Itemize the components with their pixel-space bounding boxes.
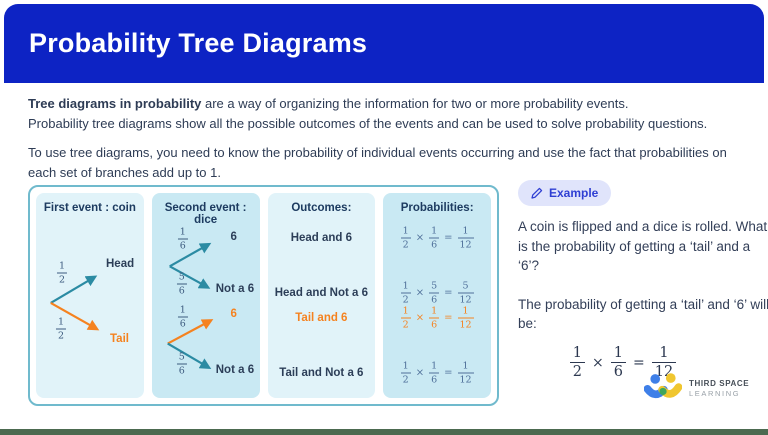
third-space-learning-logo: THIRD SPACE LEARNING	[644, 372, 749, 404]
branch-label-not-six: Not a 6	[215, 364, 255, 376]
logo-mark-icon	[644, 373, 682, 399]
intro-paragraph-2: To use tree diagrams, you need to know t…	[28, 145, 727, 181]
equals-symbol: =	[444, 312, 453, 324]
page-title: Probability Tree Diagrams	[29, 28, 368, 58]
fraction-denominator: 2	[55, 328, 67, 341]
page-header: Probability Tree Diagrams	[4, 4, 764, 83]
branch-label-head: Head	[106, 258, 135, 270]
fraction-denominator: 6	[176, 363, 187, 376]
example-section: Example A coin is flipped and a dice is …	[518, 180, 768, 380]
intro-bold: Tree diagrams in probability	[28, 96, 202, 111]
times-symbol: ×	[415, 367, 425, 379]
outcome-row: Tail and 6	[268, 312, 376, 324]
fraction-numerator: 1	[179, 304, 186, 316]
pencil-icon	[531, 187, 543, 199]
equals-symbol: =	[444, 287, 453, 299]
fraction-numerator: 1	[58, 260, 66, 272]
logo-text: THIRD SPACE LEARNING	[689, 379, 749, 398]
column-header: First event : coin	[43, 202, 136, 214]
equals-symbol: =	[633, 354, 645, 371]
outcome-label: Tail and Not a 6	[279, 367, 364, 379]
example-question: A coin is flipped and a dice is rolled. …	[518, 219, 768, 274]
bottom-bar	[0, 429, 768, 435]
column-header: Outcomes:	[291, 202, 352, 214]
branch-label-six: 6	[230, 308, 237, 320]
dice-tree-arrows	[166, 242, 214, 370]
branch-label-tail: Tail	[110, 333, 129, 345]
intro-rest: are a way of organizing the information …	[201, 96, 629, 111]
intro-text: Tree diagrams in probability are a way o…	[28, 94, 758, 184]
intro-line-1: Tree diagrams in probability are a way o…	[28, 94, 758, 114]
fraction-numerator: 5	[178, 271, 185, 283]
fraction-numerator: 5	[178, 351, 185, 363]
times-symbol: ×	[415, 232, 425, 244]
times-symbol: ×	[415, 287, 425, 299]
outcome-label: Tail and 6	[295, 312, 348, 324]
example-badge-label: Example	[549, 186, 599, 200]
logo-line-1: THIRD SPACE	[689, 378, 750, 388]
logo-line-2: LEARNING	[689, 388, 741, 398]
intro-paragraph-1: Tree diagrams in probability are a way o…	[28, 94, 758, 134]
fraction-denominator: 6	[177, 238, 188, 251]
fraction-denominator: 6	[177, 316, 188, 329]
equals-symbol: =	[444, 367, 453, 379]
outcome-row: Head and 6	[268, 232, 376, 244]
fraction-numerator: 1	[179, 226, 186, 238]
branch-label-not-six: Not a 6	[215, 283, 255, 295]
example-answer-intro: The probability of getting a ‘tail’ and …	[518, 296, 768, 332]
times-symbol: ×	[592, 354, 604, 371]
times-symbol: ×	[415, 312, 425, 324]
outcome-row: Head and Not a 6	[268, 287, 376, 299]
fraction-numerator: 1	[57, 316, 65, 328]
coin-tree-arrows	[50, 275, 100, 331]
column-header: Probabilities:	[400, 202, 474, 214]
outcome-label: Head and 6	[290, 232, 353, 244]
column-outcomes: Outcomes: Head and 6 Head and Not a 6 Ta…	[267, 193, 376, 398]
intro-line-2: Probability tree diagrams show all the p…	[28, 116, 708, 132]
fraction-denominator: 2	[56, 272, 68, 285]
outcome-row: Tail and Not a 6	[268, 367, 376, 379]
fraction-denominator: 6	[176, 283, 187, 296]
outcome-label: Head and Not a 6	[274, 287, 369, 299]
example-badge: Example	[518, 180, 612, 206]
branch-label-six: 6	[230, 231, 237, 243]
column-header: Second event : dice	[164, 202, 247, 226]
equals-symbol: =	[444, 232, 453, 244]
